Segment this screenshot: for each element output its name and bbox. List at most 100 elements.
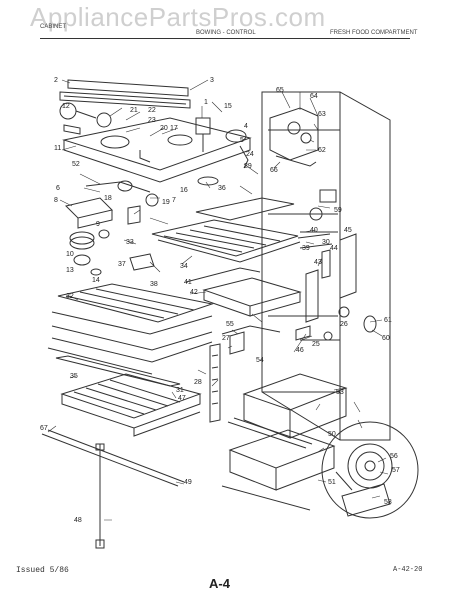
callout-37: 37: [118, 261, 126, 268]
light-socket-and-bulb: [59, 102, 112, 135]
callout-61: 61: [384, 317, 392, 324]
page-number: A-4: [209, 576, 230, 591]
callout-29: 29: [244, 163, 252, 170]
callout-36: 36: [218, 185, 226, 192]
header-center-label: BOWING - CONTROL: [196, 30, 256, 36]
crisper-drawer-lower: [228, 429, 336, 491]
callout-11: 11: [54, 145, 61, 152]
middle-wire-shelf: [47, 283, 214, 375]
callout-20: 20: [160, 125, 168, 132]
callout-63: 63: [318, 111, 326, 118]
callout-64: 64: [310, 93, 318, 100]
callout-21: 21: [130, 107, 138, 114]
callout-18: 18: [104, 195, 112, 202]
crisper-cover-rail: [221, 417, 313, 511]
callout-67: 67: [40, 425, 48, 432]
callout-47: 47: [178, 395, 186, 402]
callout-33: 33: [126, 239, 134, 246]
callout-50: 50: [328, 431, 336, 438]
callout-24: 24: [246, 151, 254, 158]
header-right-label: FRESH FOOD COMPARTMENT: [330, 30, 418, 36]
light-housing: [269, 107, 319, 167]
callout-43: 43: [314, 259, 322, 266]
callout-66: 66: [270, 167, 278, 174]
callout-55: 55: [226, 321, 234, 328]
callout-62: 62: [318, 147, 326, 154]
leader-lines: [47, 79, 389, 521]
callout-5: 5: [240, 137, 244, 144]
callout-38: 38: [150, 281, 158, 288]
dairy-door-hardware: [295, 207, 377, 341]
callout-28: 28: [194, 379, 202, 386]
callout-46: 46: [296, 347, 304, 354]
callout-25: 25: [312, 341, 320, 348]
crisper-drawer-upper: [242, 373, 348, 439]
upper-wire-shelf: [151, 219, 301, 263]
callout-57: 57: [392, 467, 400, 474]
callout-3: 3: [210, 77, 214, 84]
callout-58: 58: [384, 499, 392, 506]
part-callouts: 1 2 3 4 5 6 7 8 9 10 11 12 13 14 15 16 1…: [40, 77, 400, 524]
callout-54: 54: [256, 357, 264, 364]
callout-16: 16: [180, 187, 188, 194]
callout-22: 22: [148, 107, 156, 114]
shelf-ladder-rail: [209, 331, 245, 423]
callout-23: 23: [148, 117, 156, 124]
callout-13: 13: [66, 267, 74, 274]
drawing-code: A-42-20: [393, 566, 423, 574]
callout-8: 8: [54, 197, 58, 204]
callout-27: 27: [222, 335, 230, 342]
callout-51: 51: [328, 479, 336, 486]
callout-17: 17: [170, 125, 178, 132]
thermostat-and-damper: [195, 117, 249, 186]
shelf-support-bracket: [95, 443, 105, 549]
callout-42: 42: [190, 289, 198, 296]
glass-shelf-upper: [195, 197, 295, 221]
callout-35: 35: [70, 373, 78, 380]
header-rule: [40, 38, 410, 39]
callout-15: 15: [224, 103, 232, 110]
callout-19: 19: [162, 199, 170, 206]
callout-7: 7: [172, 197, 176, 204]
callout-41: 41: [184, 279, 192, 286]
callout-60: 60: [382, 335, 390, 342]
callout-32: 32: [66, 293, 74, 300]
callout-56: 56: [390, 453, 398, 460]
callout-2: 2: [54, 77, 58, 84]
control-panel-assembly: [62, 117, 252, 183]
callout-9: 9: [96, 221, 100, 228]
bottom-shelf-rod: [41, 429, 185, 487]
callout-14: 14: [92, 277, 100, 284]
watermark: AppliancePartsPros.com: [30, 2, 326, 32]
callout-45: 45: [344, 227, 352, 234]
callout-12: 12: [62, 103, 70, 110]
cabinet-liner: [261, 91, 391, 441]
callout-34: 34: [180, 263, 188, 270]
callout-49: 49: [184, 479, 192, 486]
wiring-and-switch: [65, 180, 159, 229]
callout-52: 52: [72, 161, 80, 168]
shelf-front-trim: [55, 355, 181, 387]
meat-pan-drawer: [185, 267, 302, 317]
callout-59: 59: [334, 207, 342, 214]
callout-26: 26: [340, 321, 348, 328]
callout-44: 44: [330, 245, 338, 252]
callout-6: 6: [56, 185, 60, 192]
callout-48: 48: [74, 517, 82, 524]
callout-31: 31: [176, 387, 184, 394]
callout-4: 4: [244, 123, 248, 130]
callout-39: 39: [302, 245, 310, 252]
detail-circle: [321, 421, 419, 519]
top-trim-bar: [59, 79, 191, 109]
control-knobs: [69, 229, 110, 276]
bottom-wire-shelf: [60, 373, 202, 437]
callout-40: 40: [310, 227, 318, 234]
callout-10: 10: [66, 251, 74, 258]
callout-1: 1: [204, 99, 208, 106]
header-left-label: CABINET: [40, 24, 67, 30]
issued-date: Issued 5/86: [16, 566, 69, 575]
callout-65: 65: [276, 87, 284, 94]
callout-30: 30: [322, 239, 330, 246]
callout-53: 53: [336, 389, 344, 396]
